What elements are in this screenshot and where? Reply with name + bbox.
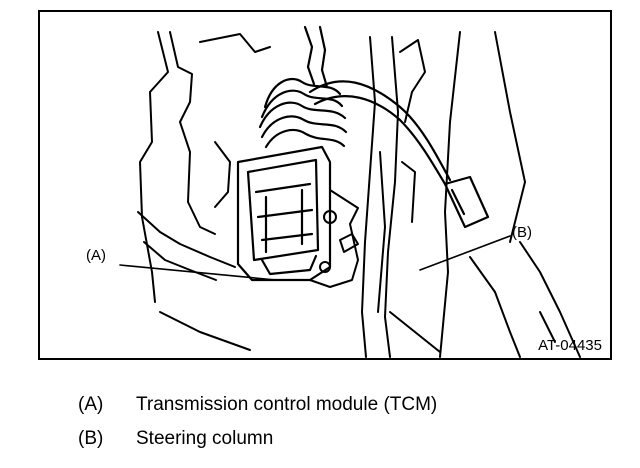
legend-row: (B) Steering column [78, 422, 437, 456]
legend-text: Transmission control module (TCM) [136, 394, 438, 415]
dash-panel-left [137, 31, 271, 351]
tcm-module [236, 145, 332, 282]
legend-key: (B) [78, 428, 104, 449]
dash-panel-right [439, 31, 581, 358]
legend-key: (A) [78, 394, 104, 415]
legend: (A) Transmission control module (TCM) (B… [78, 388, 437, 456]
legend-row: (A) Transmission control module (TCM) [78, 388, 437, 422]
leader-lines [119, 235, 511, 281]
legend-text: Steering column [136, 428, 274, 449]
callout-a: (A) [86, 247, 106, 264]
connector-plug [443, 175, 490, 229]
wiring-harness [258, 25, 452, 186]
illustration-frame: (A) (B) AT-04435 [38, 10, 612, 360]
callout-b: (B) [512, 224, 532, 241]
figure-id: AT-04435 [538, 337, 602, 354]
steering-column [361, 36, 441, 358]
leader-a [119, 264, 277, 281]
mounting-bracket [309, 189, 359, 288]
leader-b [419, 235, 511, 271]
tcm-location-drawing [119, 25, 581, 358]
